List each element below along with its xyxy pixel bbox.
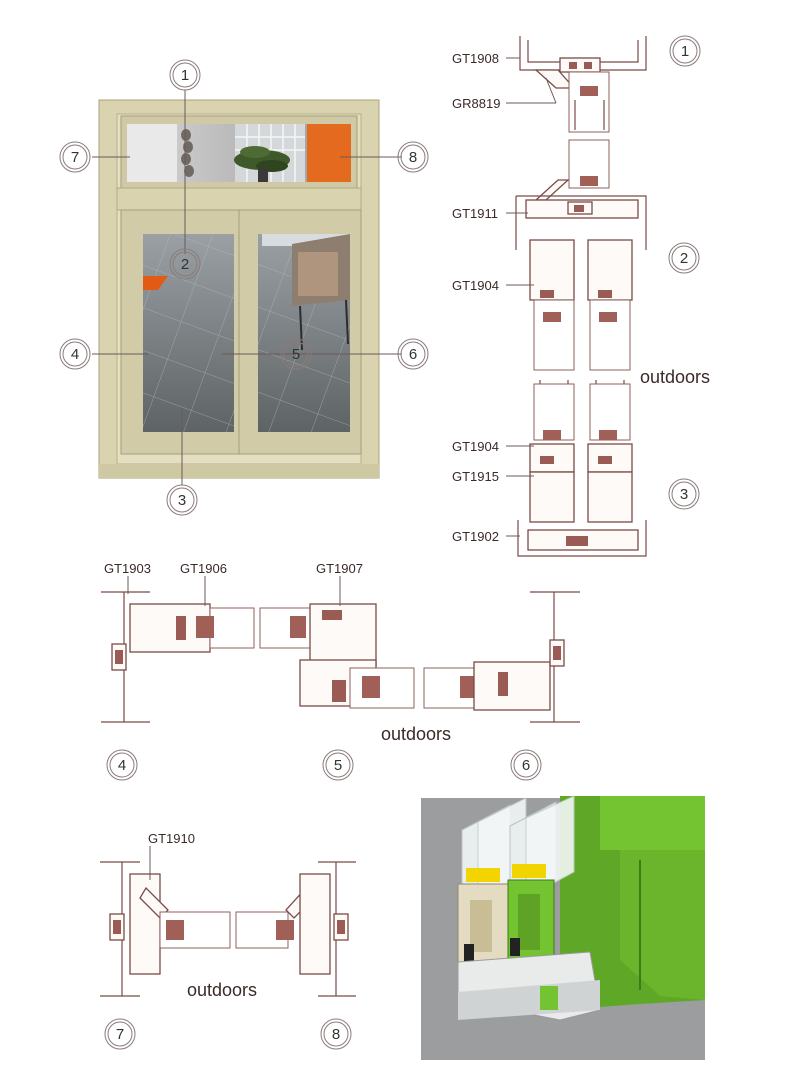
glass-scene-cabinet xyxy=(262,234,350,351)
svg-text:5: 5 xyxy=(292,346,300,363)
svg-text:6: 6 xyxy=(522,757,530,774)
svg-text:1: 1 xyxy=(181,67,189,84)
section-callout-7: 7 xyxy=(104,1018,136,1050)
window-elevation: 1 2 3 4 5 6 7 8 xyxy=(59,59,429,516)
outdoors-label-456: outdoors xyxy=(381,724,451,744)
profile-3d-render xyxy=(421,795,705,1060)
vertical-callout-2: 2 xyxy=(668,242,700,274)
callout-8: 8 xyxy=(397,141,429,173)
svg-text:4: 4 xyxy=(71,346,79,363)
section-callout-5: 5 xyxy=(322,749,354,781)
svg-text:4: 4 xyxy=(118,757,126,774)
svg-text:3: 3 xyxy=(178,492,186,509)
label-gt1915: GT1915 xyxy=(452,469,499,484)
label-gt1904-bottom: GT1904 xyxy=(452,439,499,454)
horizontal-section-456: GT1903 GT1906 GT1907 outdoors 4 5 6 xyxy=(101,561,580,781)
section-callout-4: 4 xyxy=(106,749,138,781)
vertical-section: GT1908 GR8819 GT1911 GT1904 GT1904 GT191… xyxy=(452,35,710,557)
vertical-callout-3: 3 xyxy=(668,478,700,510)
svg-text:2: 2 xyxy=(181,256,189,273)
transom-orange-panel xyxy=(307,124,351,182)
outdoors-label-vertical: outdoors xyxy=(640,367,710,387)
label-gt1906: GT1906 xyxy=(180,561,227,576)
label-gt1902: GT1902 xyxy=(452,529,499,544)
svg-text:6: 6 xyxy=(409,346,417,363)
callout-7: 7 xyxy=(59,141,91,173)
svg-text:3: 3 xyxy=(680,486,688,503)
callout-4: 4 xyxy=(59,338,91,370)
svg-text:2: 2 xyxy=(680,250,688,267)
render-seal-left xyxy=(466,868,500,882)
svg-text:5: 5 xyxy=(334,757,342,774)
label-gr8819: GR8819 xyxy=(452,96,500,111)
callout-3: 3 xyxy=(166,484,198,516)
vertical-callout-1: 1 xyxy=(669,35,701,67)
svg-text:8: 8 xyxy=(409,149,417,166)
label-gt1908: GT1908 xyxy=(452,51,499,66)
section-callout-6: 6 xyxy=(510,749,542,781)
svg-text:7: 7 xyxy=(116,1026,124,1043)
label-gt1910: GT1910 xyxy=(148,831,195,846)
horizontal-section-78: GT1910 outdoors 7 8 xyxy=(100,831,356,1050)
svg-text:7: 7 xyxy=(71,149,79,166)
callout-6: 6 xyxy=(397,338,429,370)
svg-text:1: 1 xyxy=(681,43,689,60)
label-gt1903: GT1903 xyxy=(104,561,151,576)
section-callout-8: 8 xyxy=(320,1018,352,1050)
label-gt1907: GT1907 xyxy=(316,561,363,576)
callout-5: 5 xyxy=(280,338,312,370)
callout-2: 2 xyxy=(169,248,201,280)
svg-text:8: 8 xyxy=(332,1026,340,1043)
render-seal-right xyxy=(512,864,546,878)
label-gt1911: GT1911 xyxy=(452,206,498,221)
outdoors-label-78: outdoors xyxy=(187,980,257,1000)
callout-1: 1 xyxy=(169,59,201,91)
transom-plant xyxy=(234,124,305,182)
label-gt1904-top: GT1904 xyxy=(452,278,499,293)
